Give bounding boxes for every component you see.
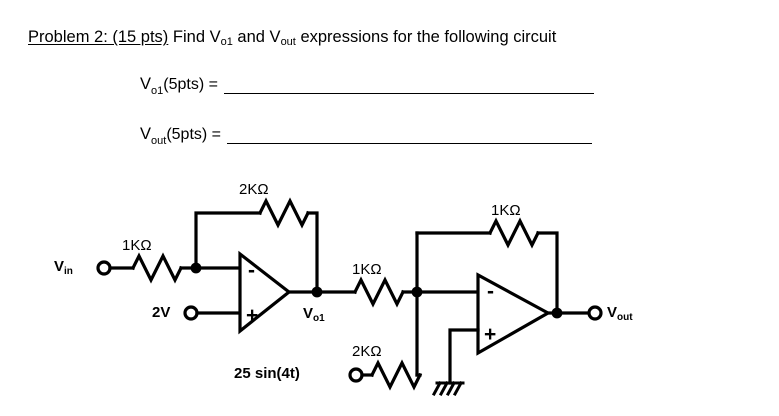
label-vout: Vout (607, 304, 633, 323)
wire-ground-to-plus-2 (448, 328, 480, 385)
vo1-answer-points: (5pts) = (163, 76, 218, 93)
label-vin: Vin (54, 258, 73, 277)
wire-feedback-right-2 (536, 231, 559, 315)
coupling-resistor-r2 (352, 276, 406, 308)
node-dot-vout (551, 307, 563, 319)
vout-answer-sub: out (151, 135, 167, 147)
vo1-answer-sub: o1 (151, 85, 164, 97)
title-segment-3: expressions for the following circuit (295, 28, 557, 46)
vo1-answer-blank[interactable] (223, 79, 594, 94)
problem-label: Problem 2: (15 pts) (28, 28, 169, 46)
input-resistor-r1 (130, 252, 184, 284)
vout-answer-var: V (140, 125, 152, 143)
label-source-sine: 25 sin(4t) (234, 365, 300, 382)
label-source-2v: 2V (152, 304, 171, 321)
wire-feedback-right-1 (306, 211, 319, 294)
title-segment-2: and V (232, 28, 281, 46)
source-sine-terminal-icon (348, 367, 364, 383)
title-subscript-2: out (280, 36, 296, 48)
label-feedback-resistor-rf1: 2KΩ (239, 181, 269, 198)
vin-terminal-icon (96, 260, 112, 276)
opamp-2 (476, 272, 552, 356)
opamp-1-plus-symbol: + (246, 304, 258, 327)
ground-symbol (431, 380, 465, 397)
vout-terminal-icon (587, 305, 603, 321)
source-2v-terminal-icon (183, 305, 199, 321)
opamp-1 (238, 250, 292, 335)
vout-answer-points: (5pts) = (166, 126, 221, 143)
label-vo1: Vo1 (303, 305, 325, 324)
feedback-resistor-rf2 (487, 217, 541, 249)
wire-feedback-left-1 (194, 211, 262, 270)
label-input-resistor-r1: 1KΩ (122, 237, 152, 254)
node-dot-vo1 (311, 286, 323, 298)
feedback-resistor-rf1 (257, 197, 311, 229)
opamp-2-plus-symbol: + (484, 323, 496, 346)
vout-answer-blank[interactable] (227, 129, 592, 144)
opamp-1-minus-symbol: - (248, 259, 255, 282)
title-subscript-1: o1 (220, 36, 233, 48)
label-source-resistor-r3: 2KΩ (352, 343, 382, 360)
label-coupling-resistor-r2: 1KΩ (352, 261, 382, 278)
vo1-answer-var: V (140, 75, 152, 93)
label-feedback-resistor-rf2: 1KΩ (491, 202, 521, 219)
source-resistor-r3 (369, 359, 423, 391)
page-title: Problem 2: (15 pts) Find Vo1 and Vout ex… (28, 28, 557, 48)
opamp-2-minus-symbol: - (487, 280, 494, 303)
node-dot-summing (411, 286, 423, 298)
title-segment-1: Find V (168, 28, 221, 46)
